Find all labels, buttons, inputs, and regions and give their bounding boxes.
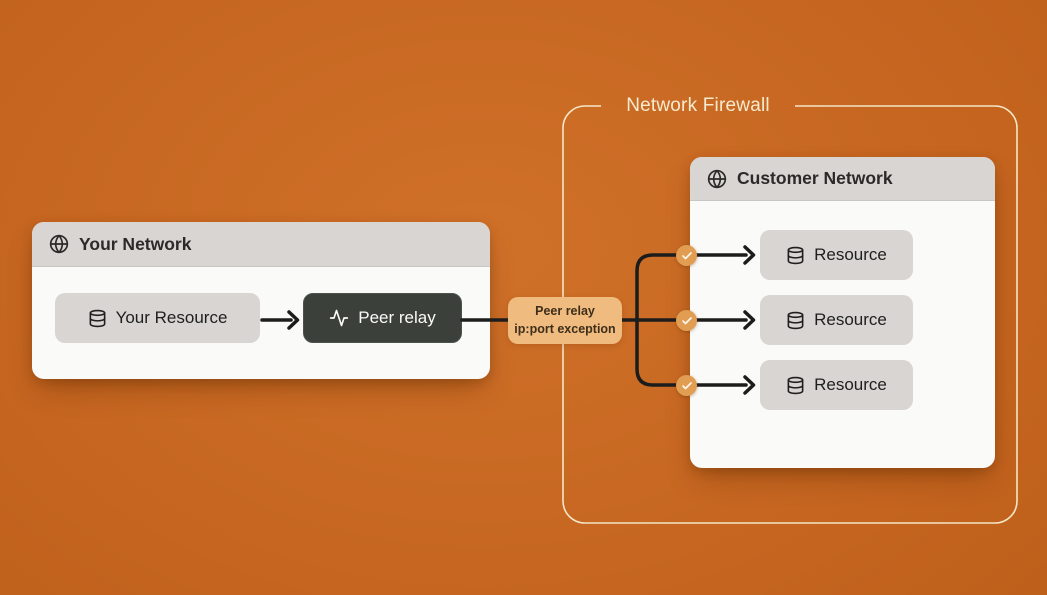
your-resource-node: Your Resource xyxy=(55,293,260,343)
firewall-title: Network Firewall xyxy=(626,95,770,116)
database-icon xyxy=(787,376,804,394)
customer-network-title: Customer Network xyxy=(737,168,893,188)
resource-node: Resource xyxy=(760,295,913,345)
allowed-check-badge xyxy=(676,310,697,331)
resource-node: Resource xyxy=(760,230,913,280)
your-network-header: Your Network xyxy=(32,222,490,267)
your-network-title: Your Network xyxy=(79,233,192,254)
resource-label: Resource xyxy=(814,375,887,394)
database-icon xyxy=(787,311,804,329)
exception-label-line1: Peer relay xyxy=(535,304,595,318)
peer-relay-label: Peer relay xyxy=(358,308,436,327)
activity-icon xyxy=(330,309,349,327)
your-resource-label: Your Resource xyxy=(115,308,228,327)
resource-label: Resource xyxy=(814,245,887,264)
customer-network-card: Customer Network Resource Resource Resou… xyxy=(690,157,995,468)
exception-label-line2: ip:port exception xyxy=(514,321,616,336)
globe-icon xyxy=(49,234,69,254)
database-icon xyxy=(89,309,105,327)
allowed-check-badge xyxy=(676,245,697,266)
globe-icon xyxy=(707,169,727,188)
resource-node: Resource xyxy=(760,360,913,410)
customer-network-header: Customer Network xyxy=(690,157,995,201)
check-icon xyxy=(681,251,692,259)
resource-label: Resource xyxy=(814,310,887,329)
check-icon xyxy=(681,381,692,389)
your-network-card: Your Network Your Resource Peer relay xyxy=(32,222,490,379)
allowed-check-badge xyxy=(676,375,697,396)
check-icon xyxy=(681,316,692,324)
exception-label: Peer relay ip:port exception xyxy=(508,297,622,344)
peer-relay-node: Peer relay xyxy=(303,293,462,343)
database-icon xyxy=(787,246,804,264)
